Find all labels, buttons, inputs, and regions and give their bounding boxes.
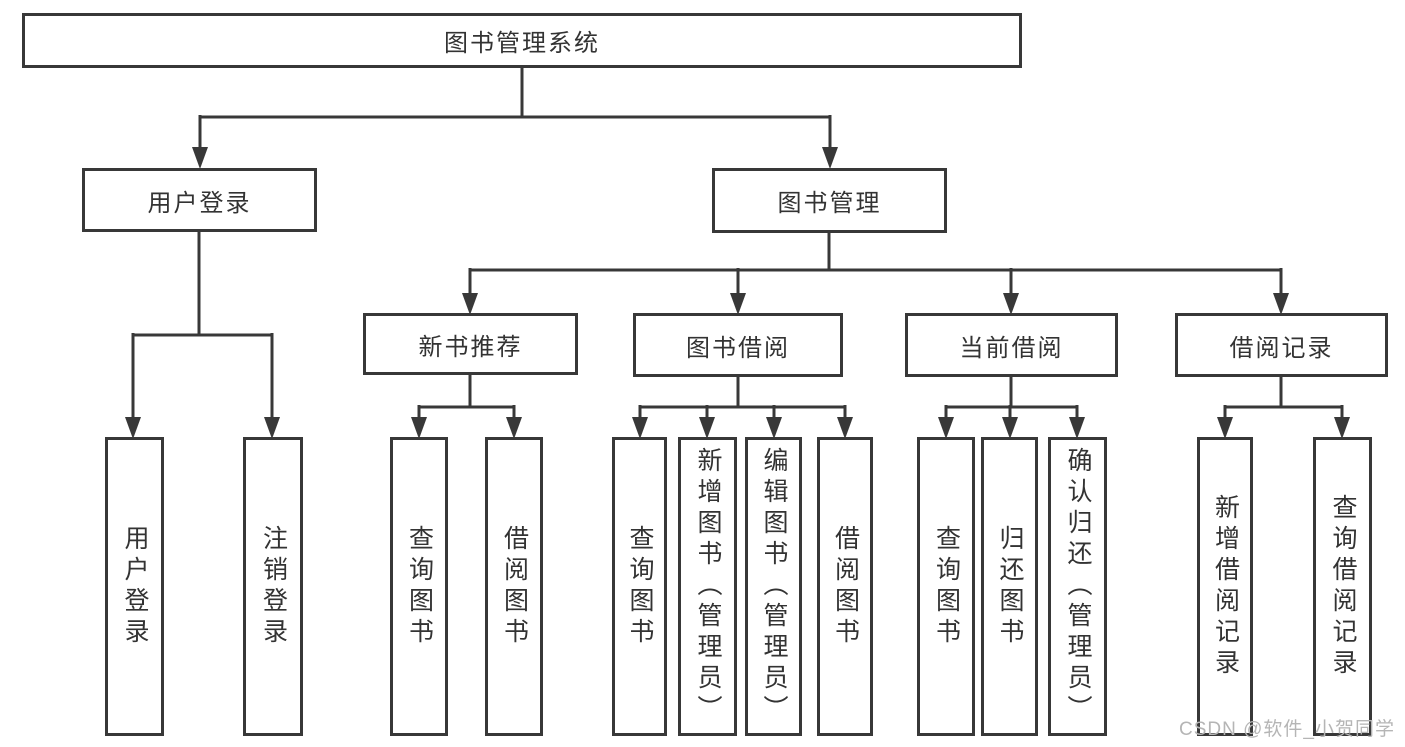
leaf-recommend-borrow-book: 借阅图书 [485, 437, 543, 736]
leaf-borrow-edit-book-admin: 编辑图书（管理员） [745, 437, 802, 736]
leaf-user-login-label: 用户登录 [121, 524, 149, 649]
leaf-borrow-query-book: 查询图书 [612, 437, 667, 736]
leaf-borrow-borrow-book: 借阅图书 [817, 437, 873, 736]
root-node-label: 图书管理系统 [444, 30, 600, 57]
node-current-borrow: 当前借阅 [905, 313, 1118, 377]
leaf-current-confirm-return-admin: 确认归还（管理员） [1048, 437, 1107, 736]
leaf-logout-login-label: 注销登录 [259, 524, 288, 649]
connector-borrow-records-to-leaves [1217, 377, 1350, 439]
leaf-recommend-borrow-book-label: 借阅图书 [500, 524, 529, 649]
leaf-current-query-book-label: 查询图书 [932, 524, 961, 649]
node-borrow-records-label: 借阅记录 [1229, 334, 1334, 362]
leaf-borrow-add-book-admin-label: 新增图书（管理员） [694, 447, 722, 726]
leaf-recommend-query-book-label: 查询图书 [405, 524, 434, 649]
leaf-records-query-record-label: 查询借阅记录 [1329, 493, 1357, 680]
root-node: 图书管理系统 [22, 13, 1022, 68]
leaf-logout-login: 注销登录 [243, 437, 303, 736]
connector-user-login-to-leaves [125, 232, 280, 439]
leaf-records-query-record: 查询借阅记录 [1313, 437, 1372, 736]
node-user-login: 用户登录 [82, 168, 317, 232]
leaf-current-query-book: 查询图书 [917, 437, 975, 736]
leaf-records-add-record-label: 新增借阅记录 [1211, 493, 1240, 680]
leaf-records-add-record: 新增借阅记录 [1197, 437, 1253, 736]
node-book-borrow: 图书借阅 [633, 313, 843, 377]
node-new-book-recommend-label: 新书推荐 [418, 333, 523, 361]
node-user-login-label: 用户登录 [147, 189, 252, 217]
connector-new-book-recommend-to-leaves [411, 375, 522, 439]
leaf-borrow-borrow-book-label: 借阅图书 [831, 524, 860, 649]
watermark: CSDN @软件_小贺同学 [1179, 719, 1395, 740]
connector-book-borrow-to-leaves [632, 377, 853, 439]
node-book-borrow-label: 图书借阅 [686, 334, 790, 362]
node-current-borrow-label: 当前借阅 [959, 334, 1064, 362]
leaf-user-login: 用户登录 [105, 437, 164, 736]
leaf-current-return-book: 归还图书 [981, 437, 1038, 736]
leaf-recommend-query-book: 查询图书 [390, 437, 448, 736]
leaf-current-return-book-label: 归还图书 [996, 524, 1024, 649]
node-new-book-recommend: 新书推荐 [363, 313, 578, 375]
node-borrow-records: 借阅记录 [1175, 313, 1388, 377]
leaf-borrow-add-book-admin: 新增图书（管理员） [678, 437, 737, 736]
connector-root-to-level2 [192, 68, 838, 169]
node-book-management-label: 图书管理 [777, 190, 882, 217]
connector-book-management-to-level3 [462, 233, 1289, 315]
connector-current-borrow-to-leaves [938, 377, 1085, 439]
leaf-borrow-edit-book-admin-label: 编辑图书（管理员） [760, 447, 788, 726]
leaf-borrow-query-book-label: 查询图书 [626, 524, 654, 649]
leaf-current-confirm-return-admin-label: 确认归还（管理员） [1064, 447, 1092, 726]
node-book-management: 图书管理 [712, 168, 947, 233]
